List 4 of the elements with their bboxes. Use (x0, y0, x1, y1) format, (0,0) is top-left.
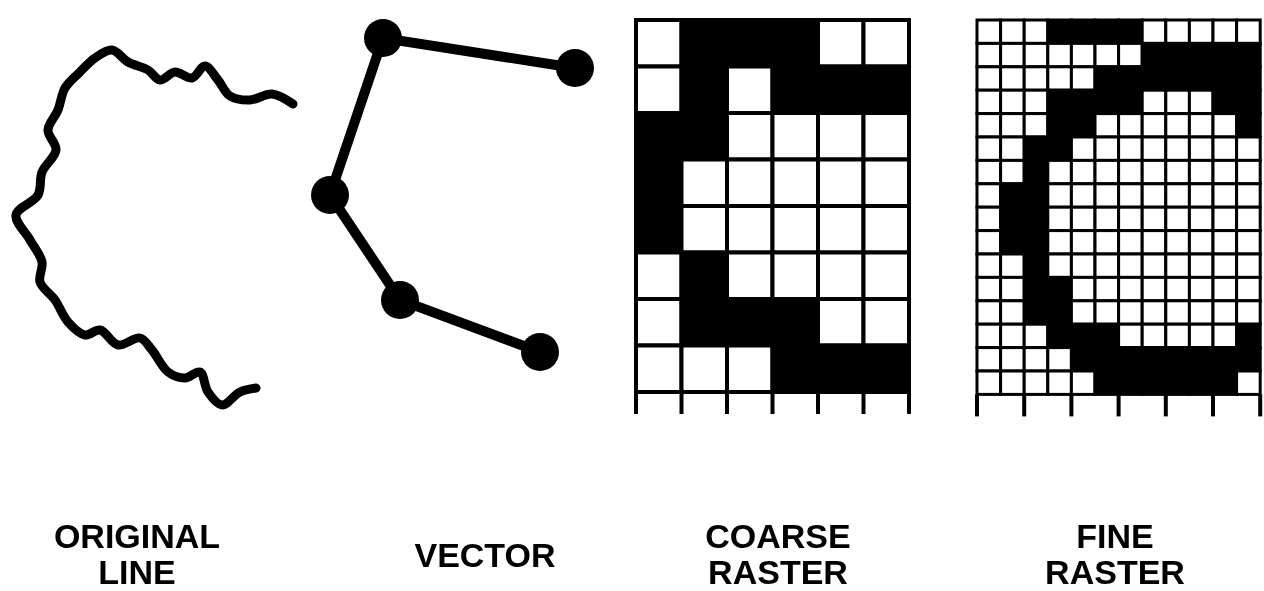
caption-label: FINE RASTER (1044, 518, 1186, 590)
caption-label: VECTOR (413, 537, 557, 573)
caption-label: COARSE RASTER (704, 518, 852, 590)
caption-label: ORIGINAL LINE (52, 518, 222, 590)
